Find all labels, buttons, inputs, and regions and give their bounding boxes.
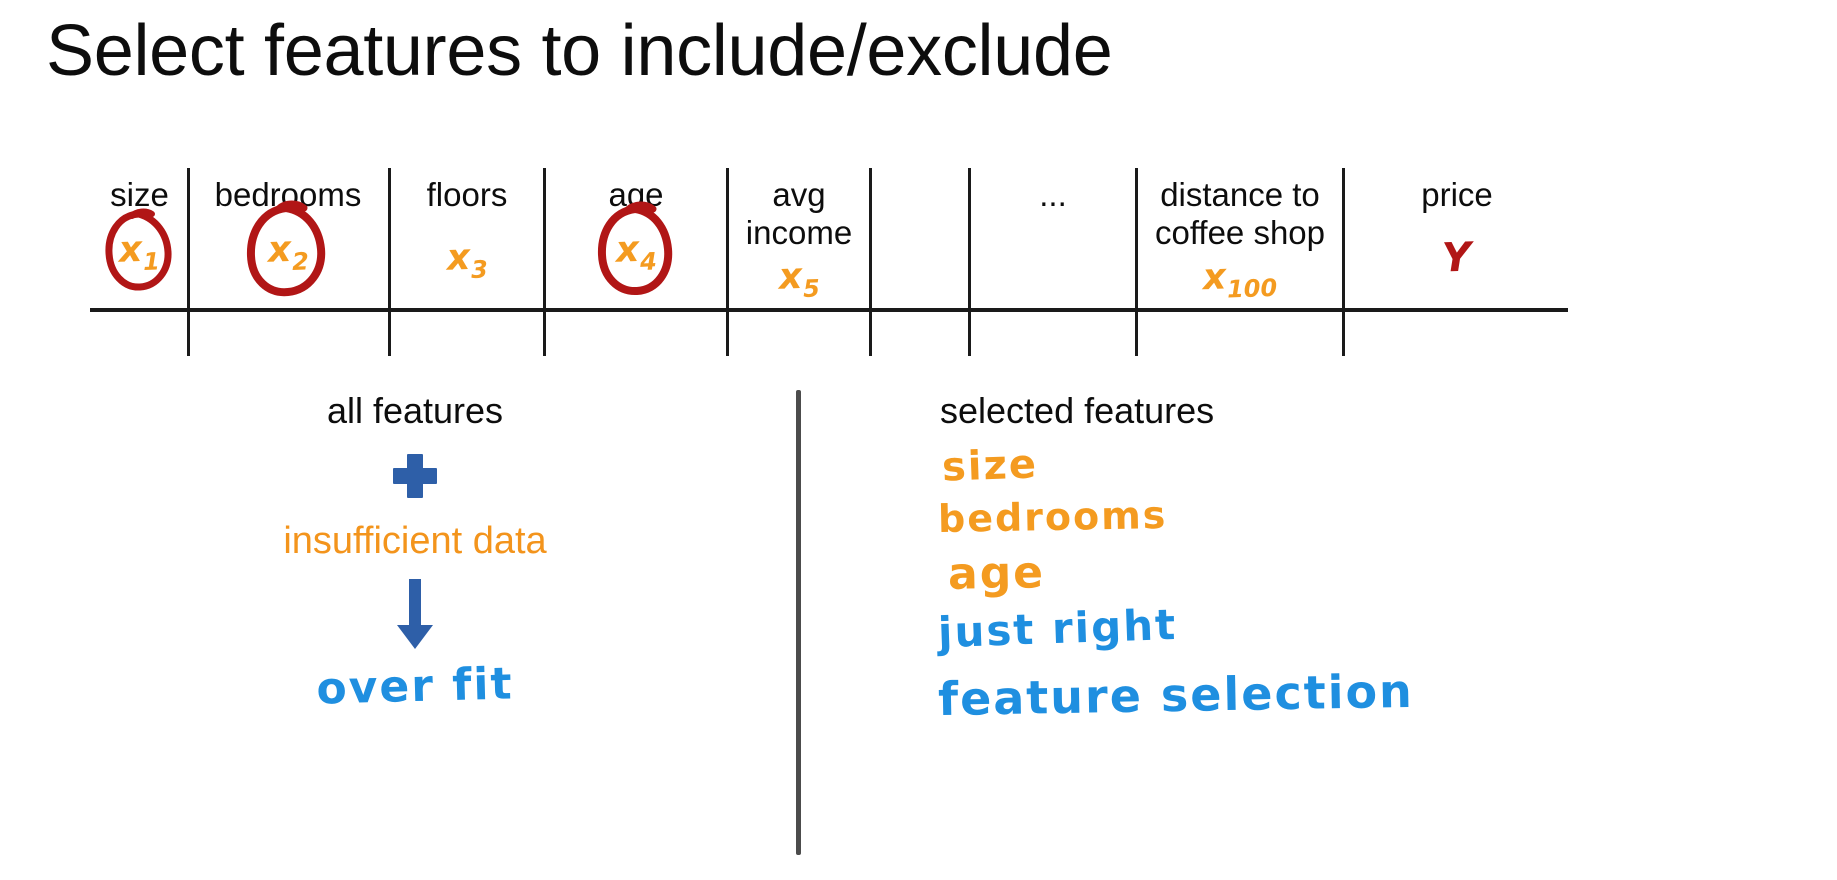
variable-cell: x2 xyxy=(246,200,326,297)
selected-feature-age: age xyxy=(947,547,1046,600)
variable-label: x100 xyxy=(1202,256,1278,304)
arrow-head xyxy=(397,625,433,649)
target-variable-cell: Y xyxy=(1432,234,1481,282)
column-header-label: ... xyxy=(1039,176,1067,213)
table-column-avg-income: avg income x5 xyxy=(729,176,869,305)
variable-cell: x3 xyxy=(437,236,497,286)
insufficient-data-label: insufficient data xyxy=(283,520,547,562)
variable-label: x1 xyxy=(118,229,161,277)
table-column-bedrooms: bedrooms x2 xyxy=(190,176,386,297)
table-column-price: price Y xyxy=(1345,176,1569,282)
column-divider-1 xyxy=(187,168,190,356)
column-header-label: price xyxy=(1421,176,1493,213)
column-header-label: size xyxy=(110,176,169,213)
column-divider-4 xyxy=(726,168,729,356)
feature-selection-label: feature selection xyxy=(937,663,1415,727)
plus-icon xyxy=(393,454,437,498)
variable-cell: x5 xyxy=(769,255,829,305)
just-right-label: just right xyxy=(937,599,1178,658)
column-divider-2 xyxy=(388,168,391,356)
column-header-label: age xyxy=(608,176,664,213)
page-title: Select features to include/exclude xyxy=(46,11,1113,91)
column-header-label: bedrooms xyxy=(214,176,362,213)
variable-cell: x100 xyxy=(1193,255,1287,305)
table-horizontal-rule xyxy=(90,308,1568,312)
table-column-size: size x1 xyxy=(92,176,187,291)
table-column-age: age x4 xyxy=(546,176,726,296)
column-divider-3 xyxy=(543,168,546,356)
column-divider-8 xyxy=(1342,168,1345,356)
arrow-down-icon xyxy=(397,579,433,649)
variable-label: x2 xyxy=(266,229,310,277)
column-divider-6 xyxy=(968,168,971,356)
variable-cell: x1 xyxy=(104,208,172,291)
column-header-label: floors xyxy=(426,176,508,213)
variable-label: x4 xyxy=(614,229,658,277)
feature-table: size x1 bedrooms xyxy=(0,0,1837,380)
selected-feature-size: size xyxy=(941,441,1039,491)
column-header-label: avg income xyxy=(745,176,853,252)
target-variable-label: Y xyxy=(1441,234,1473,282)
column-divider-5 xyxy=(869,168,872,356)
panel-all-features: all features insufficient data over fit xyxy=(60,390,770,715)
variable-cell: x4 xyxy=(597,201,673,296)
overfit-label: over fit xyxy=(315,658,515,715)
table-column-distance-to-coffee-shop: distance to coffee shop x100 xyxy=(1138,176,1342,305)
selected-feature-bedrooms: bedrooms xyxy=(937,493,1168,541)
column-divider-7 xyxy=(1135,168,1138,356)
panel-heading-all-features: all features xyxy=(326,390,504,431)
panel-selected-features: selected features size bedrooms age just… xyxy=(830,390,1790,726)
table-column-ellipsis: ... xyxy=(971,176,1135,214)
variable-label: x5 xyxy=(777,255,821,303)
variable-label: x3 xyxy=(445,237,489,285)
column-header-label: distance to coffee shop xyxy=(1154,176,1326,252)
panel-divider xyxy=(796,390,801,855)
arrow-shaft xyxy=(409,579,421,629)
table-column-floors: floors x3 xyxy=(391,176,543,286)
panel-heading-selected-features: selected features xyxy=(940,390,1215,431)
